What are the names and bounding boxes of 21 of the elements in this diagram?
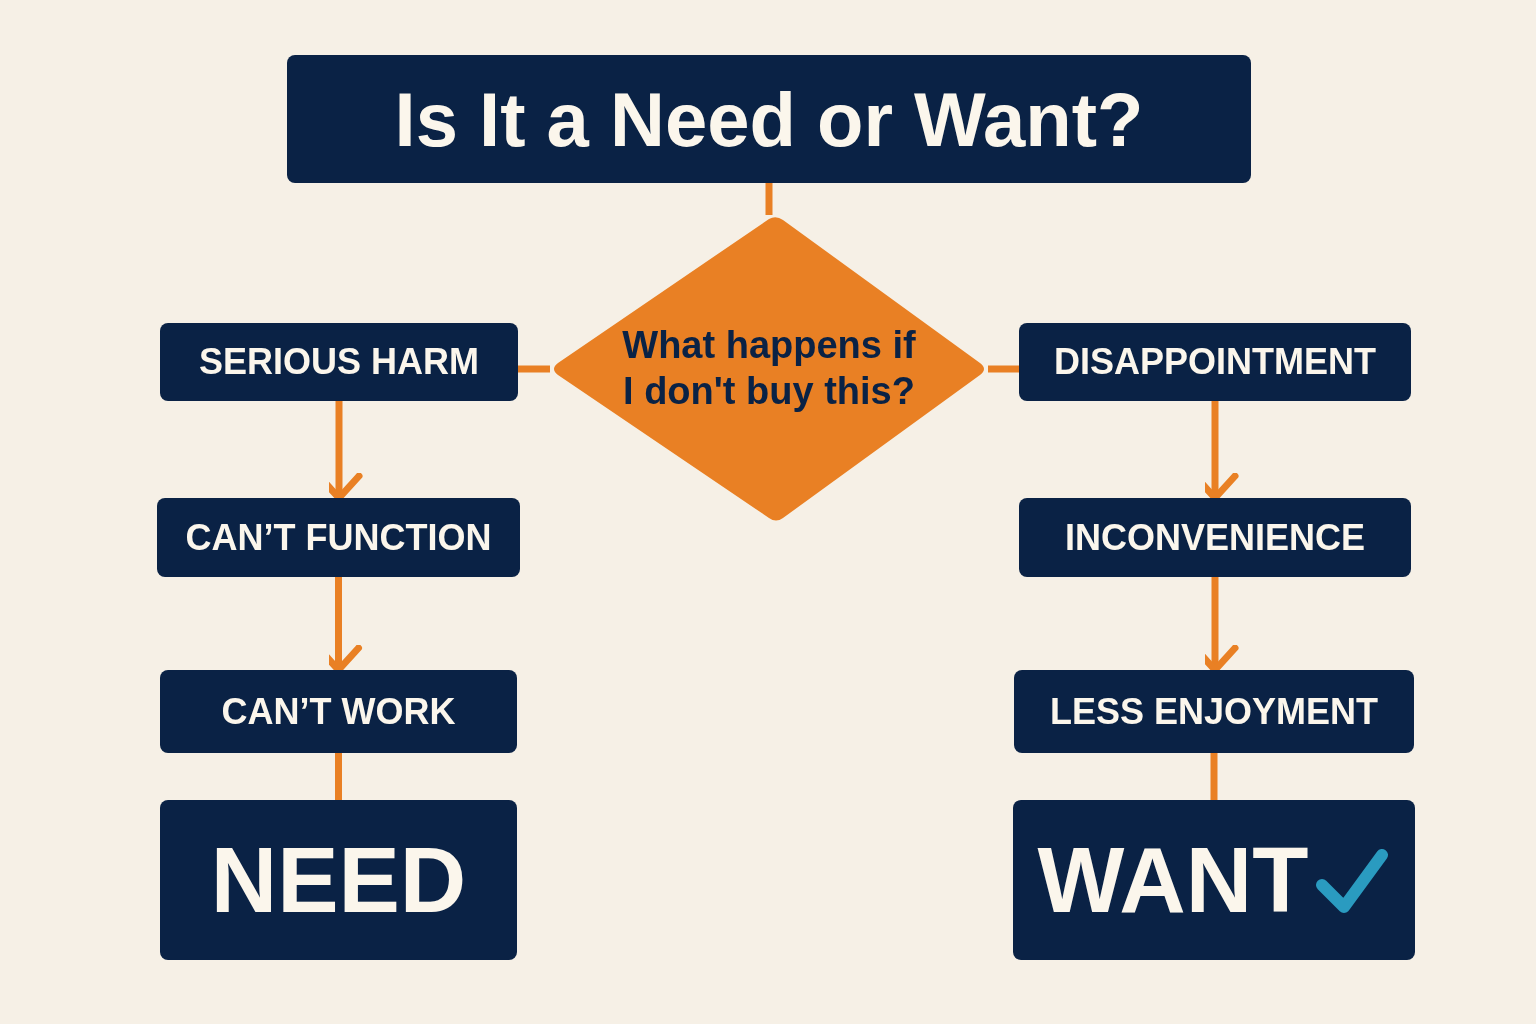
label: CAN’T WORK	[221, 690, 456, 733]
label: INCONVENIENCE	[1064, 516, 1365, 559]
process-box	[1014, 670, 1414, 753]
process-box	[1019, 498, 1411, 577]
label: NEED	[210, 827, 467, 933]
process-box	[1019, 323, 1411, 401]
result-box	[160, 800, 517, 960]
process-box	[160, 670, 517, 753]
process-box	[157, 498, 520, 577]
connector-line	[1210, 753, 1218, 800]
label: SERIOUS HARM	[199, 341, 479, 383]
label: LESS ENJOYMENT	[1049, 690, 1379, 733]
title-box	[287, 55, 1251, 183]
label: CAN’T FUNCTION	[185, 516, 492, 559]
result-box	[1013, 800, 1415, 960]
title: Is It a Need or Want?	[394, 75, 1144, 163]
label: DISAPPOINTMENT	[1054, 341, 1376, 383]
question-text: What happens if I don't buy this?	[621, 323, 917, 414]
label: WANT	[1037, 827, 1309, 933]
connector-line	[335, 753, 342, 800]
process-box	[160, 323, 518, 401]
